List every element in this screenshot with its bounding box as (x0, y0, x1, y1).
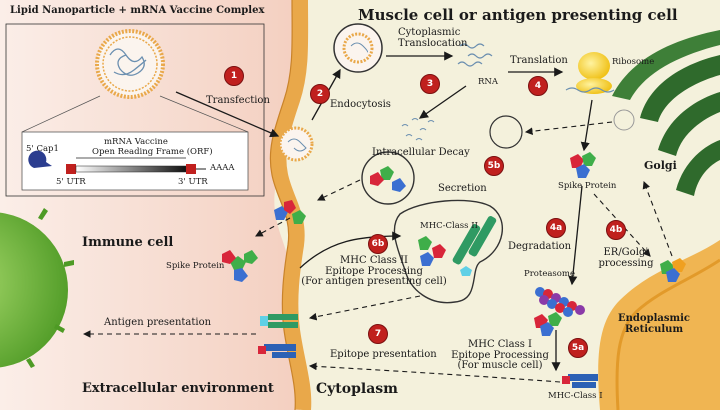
inset-polya-label: AAAA (210, 163, 235, 173)
step-badge-7: 7 (368, 324, 388, 344)
utr5-block (66, 164, 76, 174)
zoom-line-left (21, 95, 101, 133)
complex-title: Lipid Nanoparticle + mRNA Vaccine Comple… (10, 5, 265, 16)
spike-protein-cluster-out (222, 250, 258, 282)
lnp-mrna-strands (109, 48, 147, 76)
er-label: Endoplasmic Reticulum (618, 313, 690, 335)
degradation-label: Degradation (508, 241, 572, 252)
spike-outer-label: Spike Protein (166, 261, 225, 271)
step-badge-5a: 5a (568, 338, 588, 358)
endoplasmic-reticulum-membrane (615, 258, 720, 410)
mhc2-compartment (393, 199, 504, 304)
endosome-rna (350, 42, 368, 53)
endoplasmic-reticulum (598, 240, 720, 410)
cap1-icon (28, 150, 52, 168)
cytoplasm-region (274, 0, 720, 410)
mrna-inset-box (5, 23, 265, 197)
secretion-label: Secretion (438, 183, 487, 194)
inset-utr5-label: 5' UTR (56, 177, 86, 187)
translocation-label: Cytoplasmic Translocation (398, 27, 468, 49)
inset-mrna-label: mRNA Vaccine (104, 137, 168, 147)
endocytosis-label: Endocytosis (330, 99, 391, 110)
step-badge-3: 3 (420, 74, 440, 94)
mhc2-molecule (452, 216, 497, 276)
endocytosed-lnp (278, 126, 314, 162)
zoom-line-right (159, 95, 249, 133)
mrna-detail-box (21, 131, 249, 191)
step-badge-4: 4 (528, 76, 548, 96)
inset-orf-label: Open Reading Frame (ORF) (92, 147, 213, 157)
ribosome-mrna (565, 87, 615, 93)
endocytosed-lnp-rna (287, 138, 307, 152)
mhc1-process-label: MHC Class I Epitope Processing (For musc… (451, 339, 549, 371)
antigen-presentation-label: Antigen presentation (104, 317, 212, 328)
decayed-rna (401, 118, 435, 141)
ribosome-label: Ribosome (612, 57, 655, 67)
step-badge-6b: 6b (368, 234, 388, 254)
golgi-vesicle (489, 115, 523, 149)
mhc2-process-label: MHC Class II Epitope Processing (For ant… (301, 255, 447, 287)
golgi-apparatus (612, 30, 720, 196)
decay-label: Intracellular Decay (372, 147, 470, 158)
surface-mhc1 (258, 344, 296, 358)
spike-protein-cluster-proteasome (534, 312, 562, 336)
surface-mhc2 (260, 314, 298, 328)
utr3-block (186, 164, 196, 174)
step-badge-4a: 4a (546, 218, 566, 238)
inset-cap-label: 5' Cap1 (26, 144, 59, 154)
immune-cell-title: Immune cell (82, 235, 174, 250)
step-badge-4b: 4b (606, 220, 626, 240)
spike-protein-cluster-ecm (274, 200, 306, 224)
rna-label: RNA (478, 77, 498, 87)
spike-inner-label: Spike Protein (558, 181, 617, 191)
lipid-nanoparticle (95, 29, 165, 99)
transfection-label: Transfection (206, 95, 270, 106)
translation-label: Translation (510, 55, 568, 66)
spike-protein-cluster-vesicle (370, 166, 406, 192)
ribosome (578, 52, 610, 80)
endosome-lnp (342, 32, 374, 64)
inset-utr3-label: 3' UTR (178, 177, 208, 187)
golgi-label: Golgi (644, 159, 677, 172)
immune-cell (0, 212, 68, 368)
cell-title: Muscle cell or antigen presenting cell (358, 6, 678, 24)
lipid-nanoparticle-inner (102, 36, 158, 92)
secretory-vesicle (361, 151, 415, 205)
orf-bar (75, 165, 187, 173)
rna-strands (457, 43, 493, 67)
immune-receptors (26, 208, 74, 368)
mhc1-molecule (562, 374, 598, 388)
step-badge-5b: 5b (484, 156, 504, 176)
ribosome-vesicle (613, 109, 635, 131)
cytoplasm-title: Cytoplasm (316, 381, 398, 397)
epitope-presentation-label: Epitope presentation (330, 349, 437, 360)
er-golgi-label: ER/Golgi processing (598, 247, 654, 269)
dashed-arrows (82, 121, 673, 383)
step-badge-2: 2 (310, 84, 330, 104)
proteasome-icon (535, 287, 585, 317)
spike-protein-cluster-er (660, 258, 686, 282)
mhc2-peptides (418, 236, 446, 266)
mhc1-label: MHC-Class I (548, 391, 603, 401)
mhc2-label: MHC-Class II (420, 221, 478, 231)
proteasome-label: Proteasome (524, 269, 575, 279)
step-badge-1: 1 (224, 66, 244, 86)
spike-protein-cluster-golgi (570, 152, 596, 178)
extracellular-title: Extracellular environment (82, 381, 274, 396)
